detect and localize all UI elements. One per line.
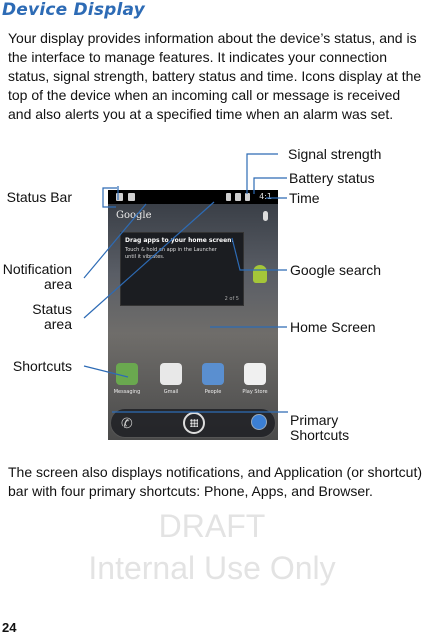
app-label: Play Store: [242, 389, 268, 395]
messaging-app-icon[interactable]: [116, 363, 138, 385]
time-callout: Time: [289, 190, 320, 206]
primary-shortcuts-callout: Primary Shortcuts: [290, 413, 349, 443]
google-label: Google: [116, 210, 152, 221]
status-bar-callout: Status Bar: [6, 189, 72, 205]
watermark-internal: Internal Use Only: [88, 550, 336, 586]
gmail-app-icon[interactable]: [160, 363, 182, 385]
app-label: Gmail: [163, 389, 179, 395]
shortcuts-callout: Shortcuts: [12, 358, 72, 374]
signal-strength-leader: [246, 153, 278, 194]
callout-line-1: Primary: [290, 412, 339, 428]
signal-icon: [235, 193, 241, 201]
popup-page-indicator: 2 of 5: [224, 296, 239, 302]
google-search-leader: [231, 237, 287, 271]
callout-line-1: Status: [32, 301, 72, 317]
status-time: 4:1: [259, 192, 272, 201]
status-area-leader: [83, 201, 215, 319]
battery-status-leader: [253, 177, 287, 194]
intro-paragraph: Your display provides information about …: [8, 30, 422, 122]
callout-line-1: Notification: [2, 261, 72, 277]
app-label: People: [204, 389, 222, 395]
popup-body: Touch & hold an app in the Launcher unti…: [125, 247, 239, 261]
notification-icon: [128, 193, 135, 201]
page-heading: Device Display: [2, 0, 145, 20]
signal-strength-callout: Signal strength: [288, 146, 382, 162]
home-screen-callout: Home Screen: [290, 319, 376, 335]
watermark-draft: DRAFT: [158, 508, 266, 544]
wifi-icon: [226, 193, 231, 201]
battery-status-callout: Battery status: [289, 170, 375, 186]
tip-popup: Drag apps to your home screen. Touch & h…: [120, 232, 244, 306]
status-area-callout: Status area: [2, 302, 72, 332]
status-bar-bracket: [102, 187, 117, 208]
browser-icon[interactable]: [251, 414, 267, 430]
notification-icon: [116, 193, 123, 201]
battery-icon: [245, 193, 250, 201]
google-search-callout: Google search: [290, 262, 382, 278]
primary-shortcuts-dock: ✆: [110, 408, 276, 438]
popup-title: Drag apps to your home screen.: [125, 237, 234, 244]
phone-screenshot: 4:1 Google Drag apps to your home screen…: [108, 190, 278, 440]
shortcuts-leader: [83, 365, 129, 378]
phone-icon[interactable]: ✆: [121, 415, 133, 431]
apps-icon[interactable]: [183, 412, 205, 434]
notification-area-leader: [83, 203, 147, 279]
google-search-bar[interactable]: Google: [114, 210, 272, 224]
play-store-app-icon[interactable]: [244, 363, 266, 385]
microphone-icon[interactable]: [263, 211, 268, 221]
callout-line-2: area: [43, 276, 72, 292]
popup-body-line: until it vibrates.: [125, 254, 165, 260]
status-bar: 4:1: [108, 190, 278, 204]
page-number: 24: [2, 620, 17, 635]
popup-body-line: Touch & hold an app in the Launcher: [125, 247, 217, 253]
people-app-icon[interactable]: [202, 363, 224, 385]
callout-line-2: Shortcuts: [290, 427, 350, 443]
callout-line-2: area: [43, 316, 72, 332]
closing-paragraph: The screen also displays notifications, …: [8, 464, 422, 499]
app-label: Messaging: [113, 389, 141, 395]
notification-area-callout: Notification area: [2, 262, 72, 292]
